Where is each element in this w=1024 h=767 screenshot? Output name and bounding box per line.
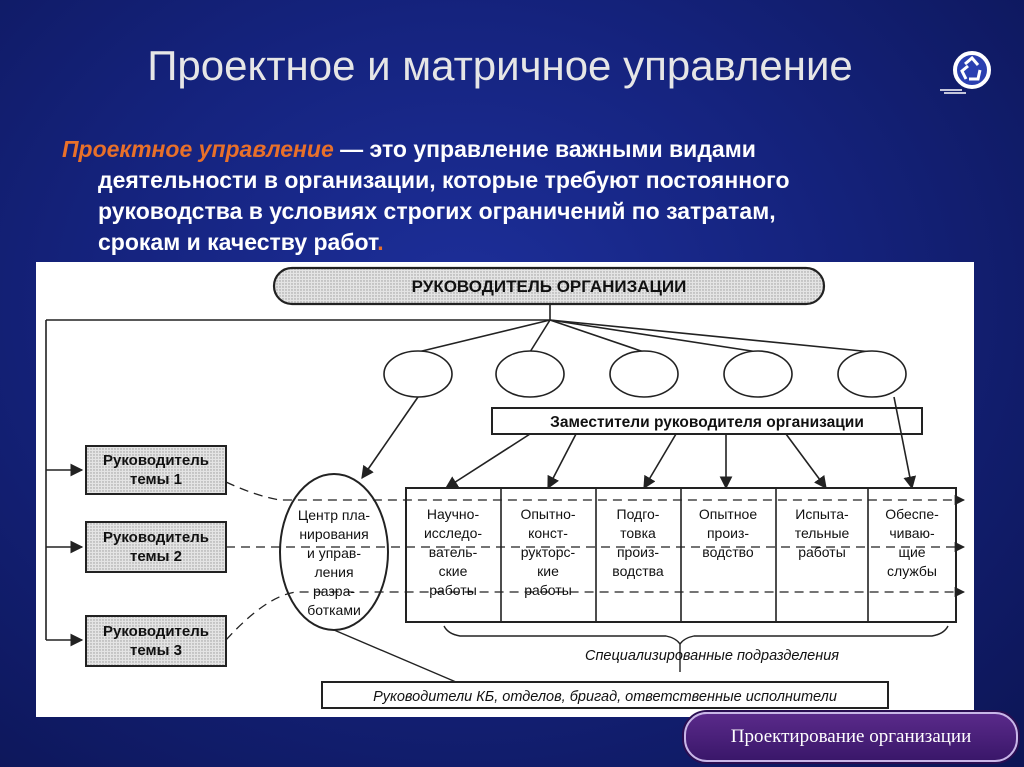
definition-term: Проектное управление — [62, 136, 334, 162]
center-line-4: ления — [314, 564, 353, 580]
definition-line4-wrap: срокам и качеству работ. — [62, 227, 982, 258]
deputy-ellipse-3 — [609, 350, 679, 398]
theme1-line2: темы 1 — [130, 471, 182, 488]
dept1-line4: ские — [439, 563, 468, 579]
dept2-line1: Опытно- — [520, 506, 575, 522]
dept5-line1: Испыта- — [795, 506, 849, 522]
theme2-line1: Руководитель — [103, 529, 209, 546]
center-line-6: ботками — [307, 602, 361, 618]
deputy-ellipse-4 — [723, 350, 793, 398]
bottom-label: Руководители КБ, отделов, бригад, ответс… — [373, 689, 837, 705]
theme-box-1 — [85, 445, 227, 495]
bottom-box — [321, 681, 889, 709]
head-box — [272, 266, 826, 306]
dept5-line3: работы — [798, 544, 846, 560]
dept6-line3: щие — [898, 544, 925, 560]
dept4-line1: Опытное — [699, 506, 757, 522]
dept4-line3: водство — [702, 544, 754, 560]
dept6-line1: Обеспе- — [885, 506, 939, 522]
slide-title: Проектное и матричное управление — [147, 42, 853, 89]
dept1-line3: ватель- — [429, 544, 478, 560]
deputy-ellipse-1 — [383, 350, 453, 398]
theme1-line1: Руководитель — [103, 452, 209, 469]
dept3-line1: Подго- — [617, 506, 660, 522]
dept1-line2: исследо- — [424, 525, 482, 541]
center-line-3: и управ- — [307, 545, 361, 561]
dept2-line4: кие — [537, 563, 559, 579]
definition-text: Проектное управление — это управление ва… — [62, 134, 982, 258]
center-line-5: разра- — [313, 583, 355, 599]
theme-box-3 — [85, 615, 227, 667]
theme3-line1: Руководитель — [103, 623, 209, 640]
center-line-1: Центр пла- — [298, 507, 370, 523]
dept3-line2: товка — [620, 525, 656, 541]
definition-line4: срокам и качеству работ — [98, 229, 378, 255]
dept1-line5: работы — [429, 582, 477, 598]
deputies-label: Заместители руководителя организации — [550, 414, 864, 431]
dept3-line4: водства — [612, 563, 664, 579]
definition-line1: — это управление важными видами — [333, 136, 756, 162]
theme3-line2: темы 3 — [130, 642, 182, 659]
org-chart-svg: РУКОВОДИТЕЛЬ ОРГАНИЗАЦИИ Заместители рук… — [45, 266, 966, 709]
head-label: РУКОВОДИТЕЛЬ ОРГАНИЗАЦИИ — [412, 277, 687, 296]
theme2-line2: темы 2 — [130, 548, 182, 565]
recycle-logo-icon — [940, 51, 991, 94]
dept2-line5: работы — [524, 582, 572, 598]
deputies-box — [491, 407, 923, 435]
definition-line3: руководства в условиях строгих ограничен… — [98, 198, 776, 224]
dept4-line2: произ- — [707, 525, 749, 541]
dept3-line3: произ- — [617, 544, 659, 560]
footer-badge: Проектирование организации — [684, 712, 1018, 762]
specialized-label: Специализированные подразделения — [585, 648, 839, 664]
dept6-line4: службы — [887, 563, 937, 579]
footer-label: Проектирование организации — [730, 726, 972, 747]
deputy-ellipse-2 — [495, 350, 565, 398]
org-structure-diagram: РУКОВОДИТЕЛЬ ОРГАНИЗАЦИИ Заместители рук… — [36, 262, 974, 717]
dept2-line2: конст- — [528, 525, 568, 541]
dept2-line3: рукторс- — [521, 544, 576, 560]
deputy-ellipse-5 — [837, 350, 907, 398]
definition-line2: деятельности в организации, которые треб… — [98, 167, 790, 193]
dept1-line1: Научно- — [427, 506, 480, 522]
dept5-line2: тельные — [795, 525, 850, 541]
dept6-line2: чиваю- — [889, 525, 935, 541]
definition-period: . — [377, 229, 384, 255]
center-line-2: нирования — [299, 526, 368, 542]
theme-box-2 — [85, 521, 227, 573]
